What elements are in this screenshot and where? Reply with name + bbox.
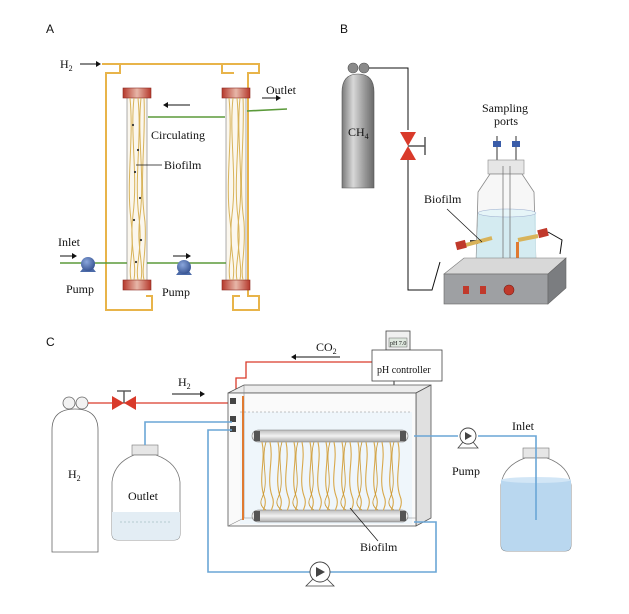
pump-inlet-icon (457, 427, 479, 449)
top-tube (251, 429, 409, 443)
right-column (221, 87, 251, 291)
outlet-label-c: Outlet (128, 489, 159, 503)
gas-lines (102, 63, 260, 311)
outlet-arrowhead (276, 95, 281, 101)
pump-recirculation-icon (305, 561, 335, 587)
ch4-valve-icon (400, 132, 426, 160)
h2-arrowhead (96, 61, 101, 67)
panel-c: C H2 H2 CO2 pH 7.0 (46, 330, 572, 587)
biofilm-fibers-c (261, 441, 402, 511)
ph-controller-label: pH controller (377, 365, 431, 376)
h2-valve-icon (112, 390, 136, 410)
right-column-top-cap (221, 87, 251, 99)
left-column-top-cap (122, 87, 152, 99)
pump-left-label: Pump (66, 282, 94, 296)
left-particles (131, 123, 143, 264)
biofilm-label-b: Biofilm (424, 192, 462, 206)
tank-ports (230, 398, 236, 432)
panel-c-label: C (46, 335, 55, 349)
co2-label: CO2 (316, 340, 337, 356)
ch4-cylinder (341, 62, 375, 189)
ph-display: pH 7.0 (390, 341, 406, 347)
loop-line-b (547, 231, 563, 255)
biofilm-label-c: Biofilm (360, 540, 398, 554)
inlet-label-a: Inlet (58, 235, 81, 249)
circulating-label: Circulating (151, 128, 205, 142)
biofilm-leader-b (446, 208, 483, 243)
panel-b-label: B (340, 22, 348, 36)
inlet-label-c: Inlet (512, 419, 535, 433)
sampling-label-2: ports (494, 114, 518, 128)
left-column-bottom-cap (122, 279, 152, 291)
panel-a-label: A (46, 22, 54, 36)
ch4-gas-line (369, 67, 409, 130)
bottom-tube (251, 509, 409, 523)
biofilm-label-a: Biofilm (164, 158, 202, 172)
inlet-arrowhead (72, 253, 77, 259)
outlet-label-a: Outlet (266, 83, 297, 97)
ph-controller: pH 7.0 pH controller (371, 330, 443, 382)
liquid-lines-c (144, 421, 537, 573)
biofilm-tubes-b (455, 227, 549, 262)
liquid-lines (60, 108, 288, 264)
outlet-bottle (111, 444, 181, 541)
left-column (122, 87, 152, 291)
right-fibers (227, 97, 245, 281)
ch4-line-to-reactor (407, 160, 441, 291)
pump-right-arrowhead (186, 253, 191, 259)
pump-right-label: Pump (162, 285, 190, 299)
panel-b: B CH4 Sampling ports (340, 22, 567, 305)
circulation-arrowhead (163, 102, 168, 108)
stir-plate (443, 257, 567, 305)
h2-flow-arrowhead (200, 391, 205, 397)
h2-flow-label: H2 (178, 375, 191, 391)
left-fibers (128, 97, 146, 281)
sampling-label-1: Sampling (482, 101, 528, 115)
h2-label: H2 (60, 57, 73, 73)
reactor-bottle (470, 159, 537, 273)
right-column-bottom-cap (221, 279, 251, 291)
panel-a: A H2 (46, 22, 297, 311)
biofilm-leader-c (349, 507, 379, 542)
ch4-label: CH4 (348, 125, 369, 141)
pump-label-c: Pump (452, 464, 480, 478)
h2-tank-label: H2 (68, 467, 81, 483)
biofilm-fibers-c-2 (260, 441, 395, 511)
co2-arrowhead (291, 354, 296, 360)
pump-right-icon (176, 260, 192, 275)
h2-cylinder (51, 396, 99, 553)
pump-left-icon (80, 257, 96, 272)
